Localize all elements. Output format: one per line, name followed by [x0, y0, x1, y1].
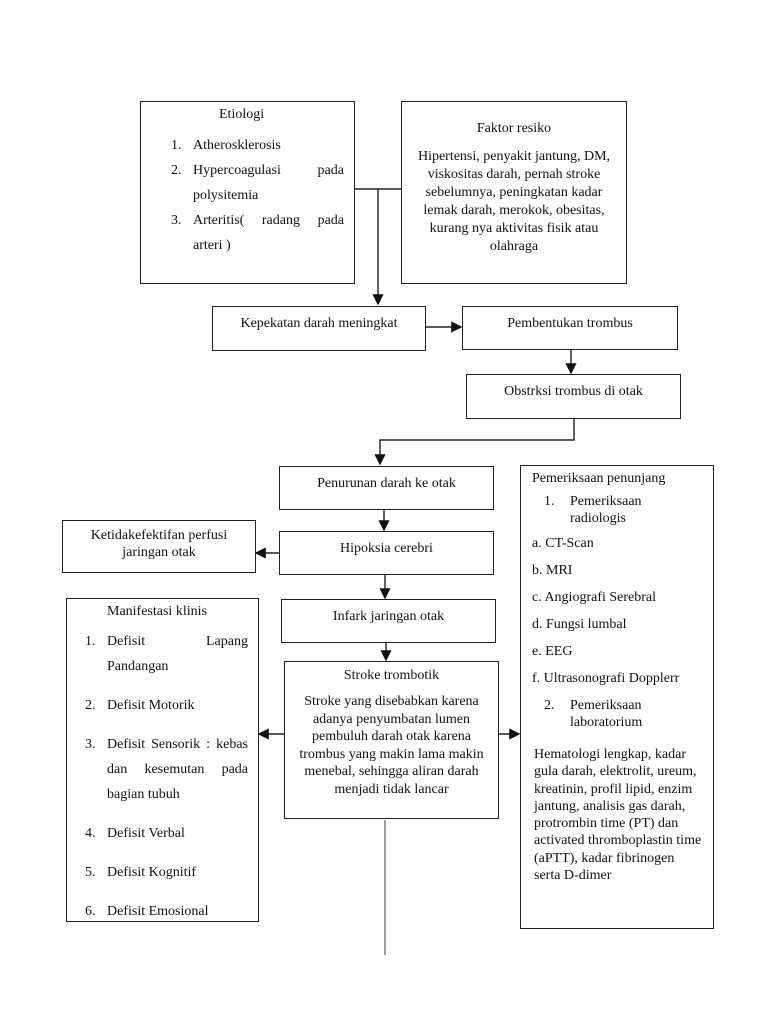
radiologi-item: d. Fungsi lumbal [532, 617, 627, 632]
ketidakefektifan-box: Ketidakefektifan perfusi jaringan otak [62, 520, 256, 573]
list-item: 2. Hypercoagulasi pada polysitemia [171, 158, 344, 208]
radiologi-list: a. CT-Scan b. MRI c. Angiografi Serebral d.… [532, 535, 703, 687]
penurunan-box: Penurunan darah ke otak [279, 466, 494, 510]
list-line: Defisit Sensorik : kebas [107, 737, 248, 752]
list-item: 3. Arteritis( radang pada arteri ) [171, 208, 344, 258]
sub2-number: 2. [544, 698, 555, 713]
faktor-resiko-title: Faktor resiko [476, 121, 552, 136]
ketidakefektifan-label: Ketidakefektifan perfusi jaringan otak [90, 528, 228, 560]
list-line: polysitemia [193, 188, 259, 203]
list-line: Defisit Verbal [107, 826, 185, 841]
list-number: 1. [171, 138, 182, 153]
list-item: 2. Defisit Motorik [85, 693, 248, 718]
list-line: dan kesemutan pada [107, 762, 248, 777]
hipoksia-label: Hipoksia cerebri [340, 541, 433, 556]
penunjang-box: Pemeriksaan penunjang 1. Pemeriksaan radi… [520, 465, 714, 929]
list-number: 2. [85, 698, 96, 713]
sub1-number: 1. [544, 494, 555, 509]
radiologi-item: b. MRI [532, 563, 573, 578]
radiologi-item: e. EEG [532, 644, 573, 659]
pembentukan-box: Pembentukan trombus [462, 306, 678, 350]
kepekatan-label: Kepekatan darah meningkat [240, 316, 398, 331]
pembentukan-label: Pembentukan trombus [507, 316, 633, 331]
stroke-text: Stroke yang disebabkan karena adanya pen… [299, 694, 484, 797]
list-line: Pandangan [107, 659, 169, 674]
manifestasi-title: Manifestasi klinis [107, 604, 207, 619]
list-number: 1. [85, 634, 96, 649]
list-line: bagian tubuh [107, 787, 180, 802]
stroke-box: Stroke trombotik Stroke yang disebabkan … [284, 661, 499, 819]
obstruksi-box: Obstrksi trombus di otak [466, 374, 681, 419]
list-item: 5. Defisit Kognitif [85, 860, 248, 885]
radiologi-item: f. Ultrasonografi Dopplerr [532, 671, 680, 686]
infark-label: Infark jaringan otak [332, 609, 445, 624]
list-item: 6. Defisit Emosional [85, 899, 248, 924]
list-item: 3. Defisit Sensorik : kebas dan kesemutan … [85, 732, 248, 807]
etiologi-box: Etiologi 1. Atherosklerosis 2. Hypercoagula… [140, 101, 355, 284]
kepekatan-box: Kepekatan darah meningkat [212, 306, 426, 351]
list-line: Defisit Emosional [107, 904, 209, 919]
faktor-resiko-text: Hipertensi, penyakit jantung, DM, viskos… [417, 149, 611, 254]
penunjang-sub1: 1. Pemeriksaan radiologis [544, 493, 703, 527]
penunjang-title: Pemeriksaan penunjang [532, 471, 666, 486]
list-line: Defisit Lapang [107, 634, 248, 649]
sub2-label: Pemeriksaan laboratorium [570, 698, 643, 730]
radiologi-item: c. Angiografi Serebral [532, 590, 657, 605]
infark-box: Infark jaringan otak [281, 599, 496, 643]
etiologi-title: Etiologi [219, 107, 265, 122]
list-number: 5. [85, 865, 96, 880]
lab-text: Hematologi lengkap, kadar gula darah, el… [534, 747, 702, 884]
list-number: 3. [85, 737, 96, 752]
list-line: Defisit Motorik [107, 698, 195, 713]
list-line: Hypercoagulasi pada [193, 163, 344, 178]
list-line: Arteritis( radang pada [193, 213, 344, 228]
list-item: 4. Defisit Verbal [85, 821, 248, 846]
hipoksia-box: Hipoksia cerebri [279, 531, 494, 575]
list-number: 6. [85, 904, 96, 919]
list-line: Atherosklerosis [193, 138, 281, 153]
list-number: 3. [171, 213, 182, 228]
faktor-resiko-box: Faktor resiko Hipertensi, penyakit jantu… [401, 101, 627, 284]
penurunan-label: Penurunan darah ke otak [317, 476, 456, 491]
sub1-label: Pemeriksaan radiologis [570, 494, 642, 526]
list-line: arteri ) [193, 238, 231, 253]
penunjang-sub2: 2. Pemeriksaan laboratorium [544, 697, 703, 731]
stroke-title: Stroke trombotik [343, 668, 440, 683]
etiologi-list: 1. Atherosklerosis 2. Hypercoagulasi pada po… [171, 133, 344, 258]
obstruksi-label: Obstrksi trombus di otak [504, 384, 643, 399]
list-number: 4. [85, 826, 96, 841]
list-item: 1. Atherosklerosis [171, 133, 344, 158]
arrow-to-penurunan [374, 418, 575, 466]
list-line: Defisit Kognitif [107, 865, 197, 880]
radiologi-item: a. CT-Scan [532, 536, 594, 551]
list-number: 2. [171, 163, 182, 178]
